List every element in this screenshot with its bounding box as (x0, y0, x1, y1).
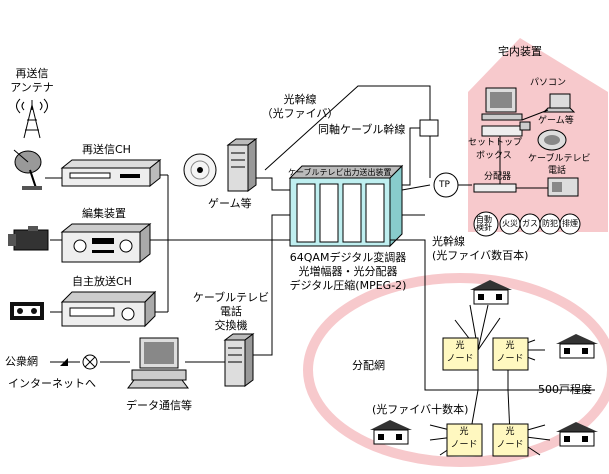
node3-label-line2: ノード (450, 440, 478, 450)
node2-label-line1: 光 (505, 341, 515, 351)
edit-equipment-label: 編集装置 (82, 207, 126, 220)
public-network-symbol (60, 354, 98, 370)
settop-box-label-line2: ボックス (476, 151, 512, 161)
sensor-security-label: 防犯 (542, 219, 558, 228)
video-tape-icon (10, 302, 44, 320)
sensor-bubbles (473, 211, 581, 237)
antenna-tower-icon (16, 98, 48, 139)
catv-tv-label: ケーブルテレビ (528, 154, 591, 164)
left-connection-lines (45, 174, 290, 363)
data-comm-label: データ通信等 (126, 399, 192, 412)
cd-disc-icon (183, 153, 217, 187)
retrans-ch-label: 再送信CH (82, 143, 131, 156)
home-game-laptop-icon (542, 93, 576, 113)
home-internal-lines (499, 109, 549, 189)
satellite-dish-icon (13, 149, 42, 190)
catv-phone-exchange-label-line3: 交換機 (214, 319, 248, 332)
retrans-antenna-label-line1: 再送信 (15, 67, 49, 80)
home-telephone-icon (547, 177, 579, 197)
video-camera-icon (8, 226, 49, 251)
home-equipment-label: 宅内装置 (498, 45, 542, 58)
house-icons (370, 280, 598, 447)
optical-node-boxes (442, 337, 529, 457)
households-label: 500戸程度 (538, 383, 592, 396)
settop-box-label-line1: セットトップ (468, 138, 523, 148)
catv-phone-exchange-label-line2: 電話 (220, 305, 242, 318)
headend-desc-line2: 光増幅器・光分配器 (298, 265, 398, 278)
own-broadcast-equipment-icon (60, 290, 157, 328)
tp-junction (433, 172, 459, 198)
trunk-fiber-label-line2: （光ファイバ） (261, 107, 339, 120)
telephone-label: 電話 (548, 166, 567, 176)
sensor-meter-label: 自動 検針 (476, 215, 492, 232)
splitter-label: 分配器 (484, 172, 512, 182)
node4-label-line2: ノード (496, 440, 524, 450)
node4-label-line1: 光 (505, 427, 515, 437)
headend-equipment (288, 164, 404, 248)
sensor-gas-label: ガス (522, 219, 538, 228)
retransmission-receiver-icon (60, 158, 162, 188)
catv-phone-exchange-label-line1: ケーブルテレビ (192, 291, 270, 304)
trunk-fiber-label-line1: 光幹線 (283, 93, 317, 106)
home-splitter-icon (473, 183, 517, 193)
tp-label: TP (439, 180, 450, 190)
fiber-dozens-label: (光ファイバ十数本) (372, 403, 469, 416)
node1-label-line1: 光 (455, 341, 465, 351)
exchange-tower-icon (223, 333, 255, 387)
trunk-lines (264, 85, 595, 391)
headend-desc-line1: 64QAMデジタル変調器 (289, 251, 407, 264)
internet-label: インターネットへ (8, 377, 96, 390)
distribution-network-ring (303, 273, 609, 467)
node2-label-line2: ノード (496, 354, 524, 364)
settop-box-icon (481, 121, 531, 137)
public-network-label: 公衆網 (5, 355, 38, 368)
retrans-antenna-label-line2: アンテナ (10, 81, 54, 94)
node3-label-line1: 光 (459, 427, 469, 437)
home-game-label: ゲーム等 (538, 116, 574, 126)
distribution-net-label: 分配網 (352, 359, 385, 372)
data-terminal-pc-icon (127, 337, 189, 389)
coax-junction-box (419, 119, 439, 137)
sensor-smoke-label: 排煙 (562, 219, 578, 228)
fiber-hundreds-label-line1: 光幹線 (432, 235, 465, 248)
home-tv-icon (537, 129, 567, 151)
headend-title-label: ケーブルテレビ出力送出装置 (288, 168, 392, 177)
pc-label: パソコン (530, 78, 567, 88)
sensor-fire-label: 火災 (502, 219, 518, 228)
coax-trunk-label: 同軸ケーブル幹線 (318, 123, 406, 136)
own-broadcast-ch-label: 自主放送CH (72, 275, 132, 288)
headend-desc-line3: デジタル圧縮(MPEG-2) (289, 279, 407, 292)
game-label: ゲーム等 (208, 197, 252, 210)
home-pc-icon (481, 87, 523, 121)
node1-label-line2: ノード (446, 354, 474, 364)
game-server-tower-icon (226, 138, 258, 192)
fiber-hundreds-label-line2: (光ファイバ数百本) (432, 249, 529, 262)
editing-equipment-icon (60, 222, 152, 264)
